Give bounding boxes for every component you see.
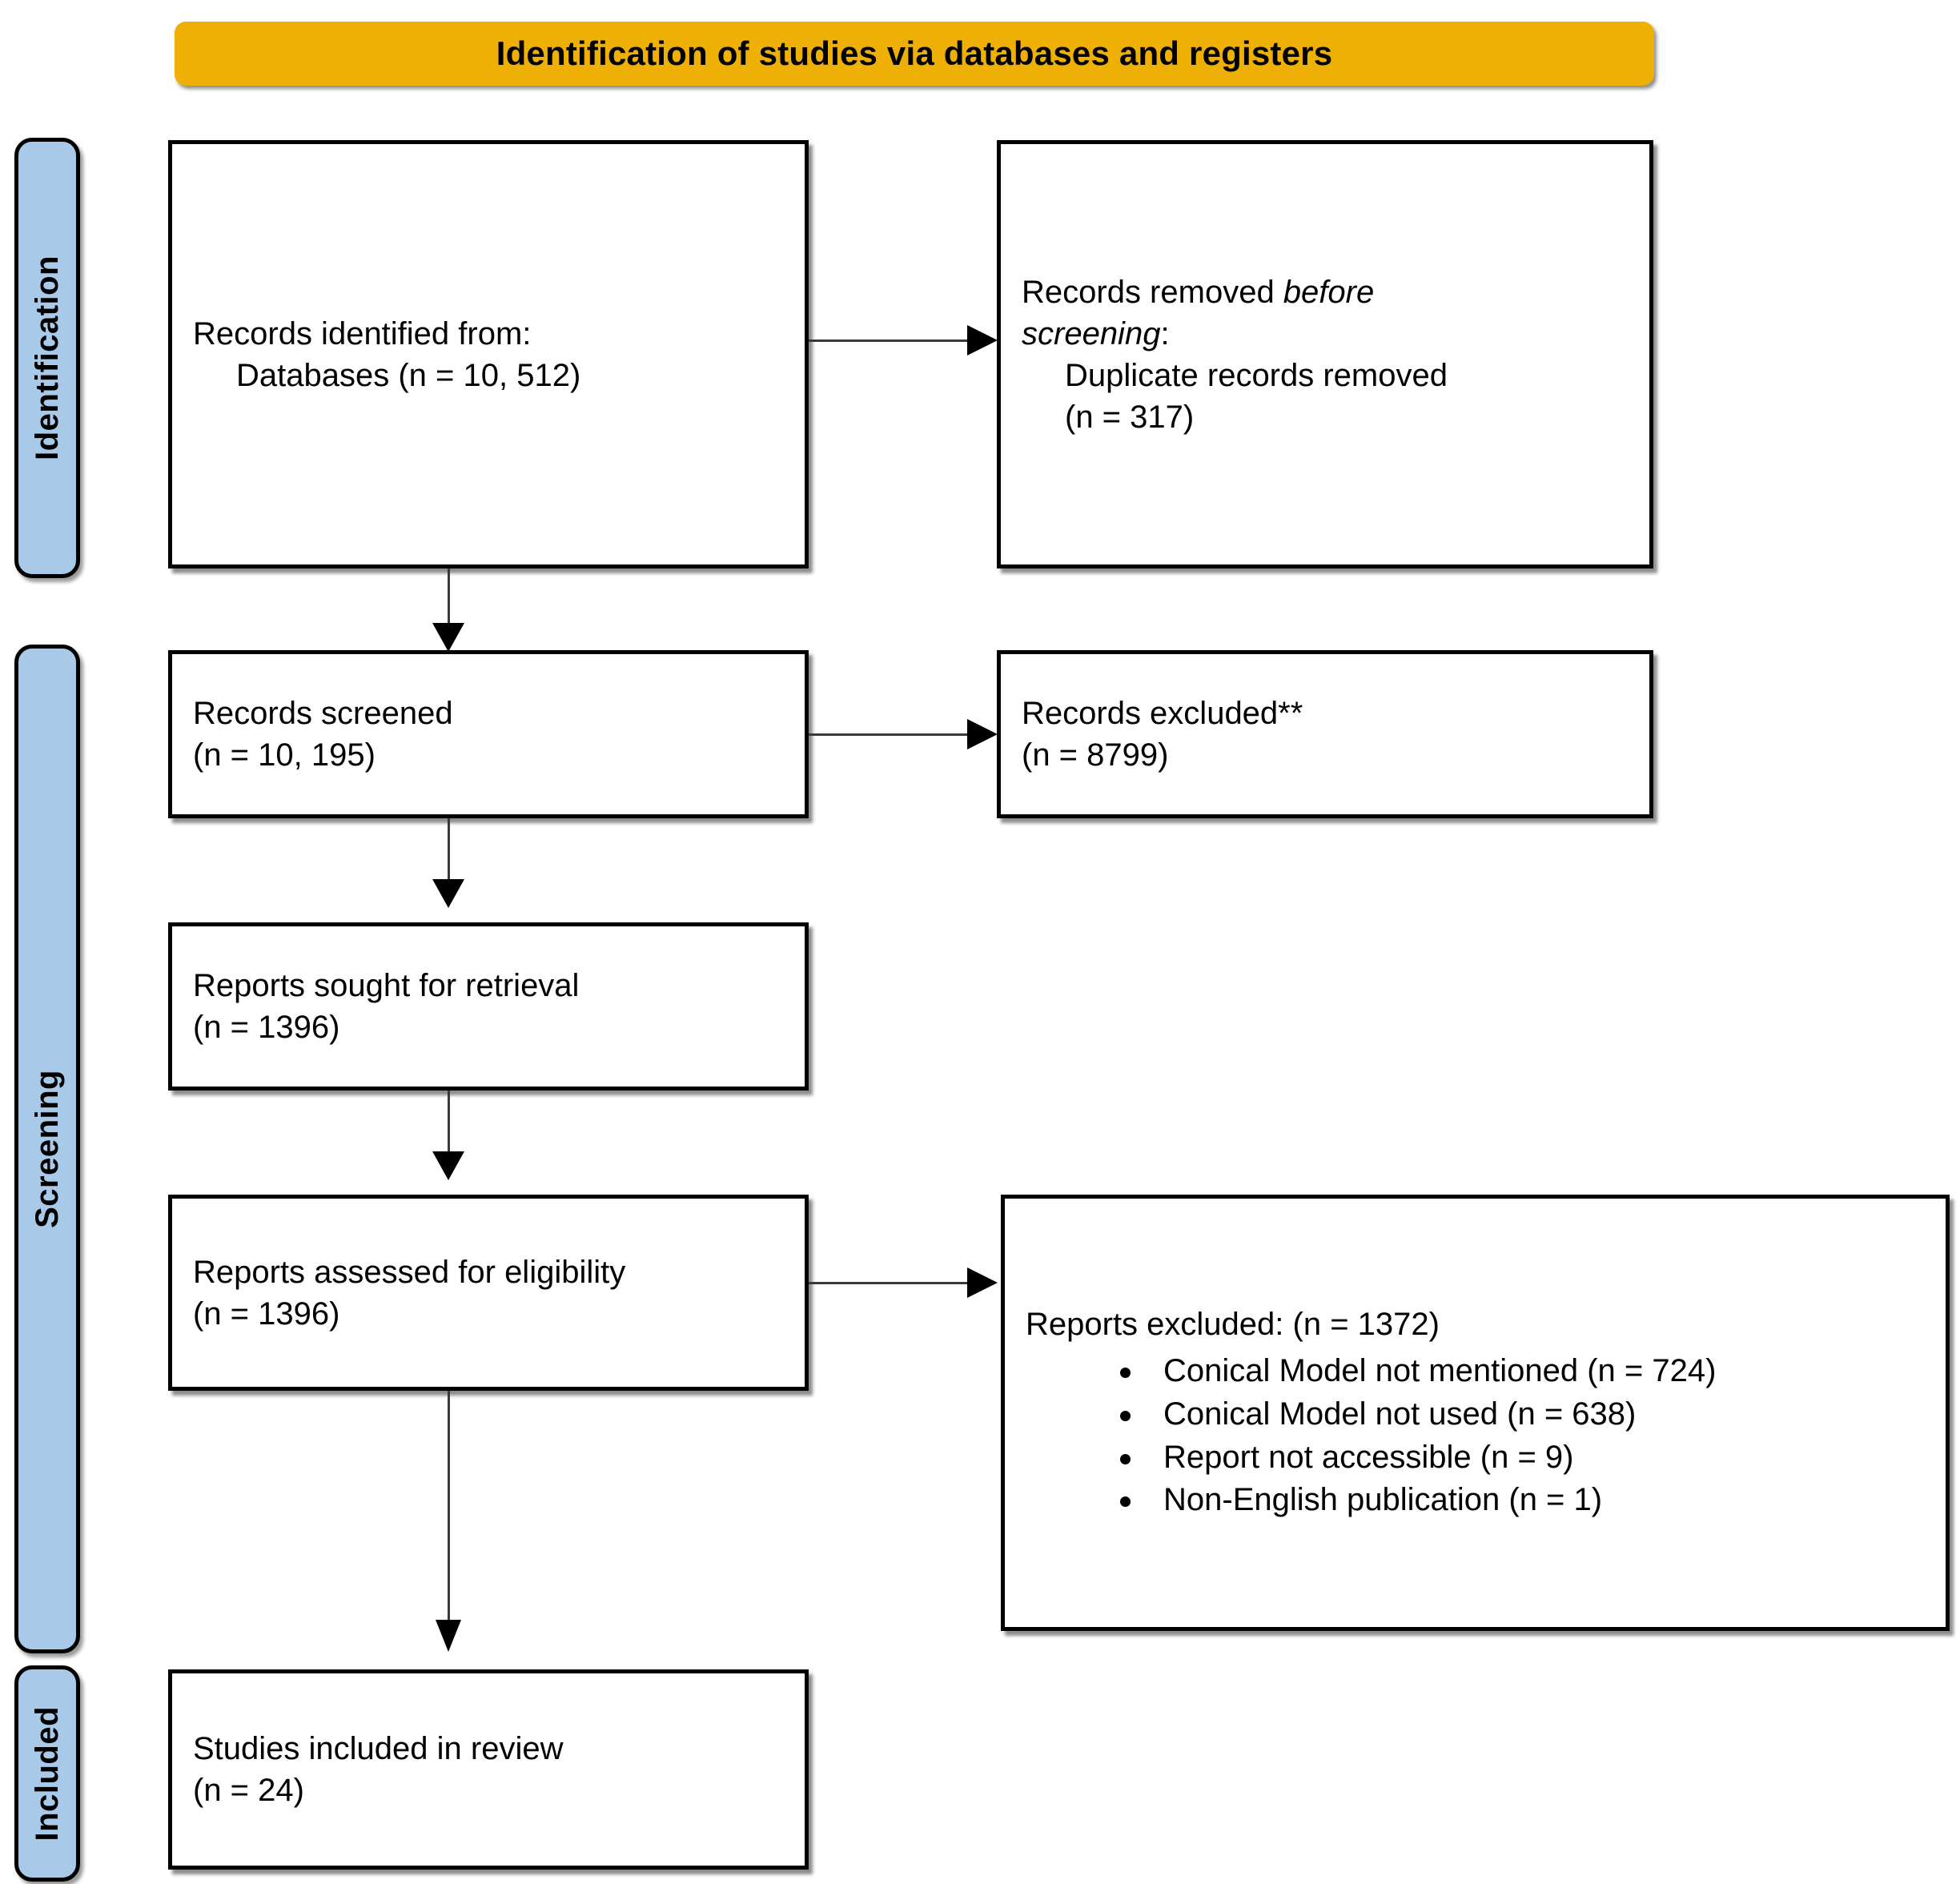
records-screened-line1: Records screened — [193, 696, 453, 731]
box-reports-sought-for-retrieval: Reports sought for retrieval (n = 1396) — [168, 922, 809, 1091]
records-removed-line3: Duplicate records removed — [1065, 357, 1448, 393]
reports-excluded-heading: Reports excluded: (n = 1372) — [1026, 1307, 1440, 1343]
arrow-right-icon — [967, 1267, 998, 1298]
box-studies-included-in-review: Studies included in review (n = 24) — [168, 1669, 809, 1870]
reports-assessed-line1: Reports assessed for eligibility — [193, 1254, 626, 1290]
stage-label-included-text: Included — [29, 1705, 65, 1842]
stage-label-identification: Identification — [14, 138, 80, 578]
connector-identified-to-screened — [448, 568, 450, 642]
records-excluded-line1: Records excluded** — [1022, 696, 1303, 731]
connector-assessed-to-reports-excluded — [809, 1282, 973, 1284]
studies-included-line2: (n = 24) — [193, 1773, 304, 1808]
records-removed-line2-italic: screening — [1022, 315, 1161, 351]
records-removed-line4: (n = 317) — [1065, 399, 1195, 435]
list-item: Report not accessible (n = 9) — [1026, 1436, 1925, 1480]
connector-identified-to-removed — [809, 339, 973, 342]
arrow-down-icon — [436, 1620, 461, 1652]
bullet-dot-icon — [1120, 1453, 1131, 1464]
stage-label-screening: Screening — [14, 645, 80, 1653]
records-identified-line1: Records identified from: — [193, 315, 532, 351]
reason-text: Non-English publication (n = 1) — [1163, 1482, 1603, 1518]
box-records-excluded: Records excluded** (n = 8799) — [997, 650, 1653, 818]
reason-text: Report not accessible (n = 9) — [1163, 1439, 1574, 1475]
box-reports-excluded-with-reasons: Reports excluded: (n = 1372) Conical Mod… — [1001, 1195, 1950, 1631]
records-removed-line2: screening: — [1022, 313, 1629, 355]
box-records-identified: Records identified from: Databases (n = … — [168, 140, 809, 568]
records-excluded-line2: (n = 8799) — [1022, 737, 1169, 773]
list-item: Non-English publication (n = 1) — [1026, 1479, 1925, 1522]
box-records-removed-before-screening: Records removed before screening: Duplic… — [997, 140, 1653, 568]
stage-label-screening-text: Screening — [29, 1070, 65, 1228]
arrow-down-icon — [432, 879, 464, 908]
records-removed-line1-italic: before — [1283, 274, 1375, 310]
reports-assessed-line2: (n = 1396) — [193, 1296, 340, 1332]
connector-assessed-to-included — [448, 1391, 450, 1637]
bullet-dot-icon — [1120, 1496, 1131, 1508]
list-item: Conical Model not used (n = 638) — [1026, 1393, 1925, 1436]
connector-sought-to-assessed — [448, 1091, 450, 1164]
records-removed-line2-suffix: : — [1160, 315, 1170, 351]
reports-sought-line2: (n = 1396) — [193, 1010, 340, 1045]
bullet-dot-icon — [1120, 1368, 1131, 1379]
records-removed-line1-prefix: Records removed — [1022, 274, 1283, 310]
box-reports-assessed-for-eligibility: Reports assessed for eligibility (n = 13… — [168, 1195, 809, 1391]
records-removed-line1: Records removed before — [1022, 271, 1629, 313]
connector-screened-to-excluded — [809, 733, 973, 736]
connector-screened-to-sought — [448, 818, 450, 892]
reports-excluded-reason-list: Conical Model not mentioned (n = 724) Co… — [1026, 1350, 1925, 1521]
arrow-down-icon — [432, 1151, 464, 1180]
records-screened-line2: (n = 10, 195) — [193, 737, 376, 773]
stage-label-identification-text: Identification — [29, 255, 65, 460]
records-identified-line2: Databases (n = 10, 512) — [236, 357, 581, 393]
reason-text: Conical Model not used (n = 638) — [1163, 1396, 1637, 1432]
studies-included-line1: Studies included in review — [193, 1731, 564, 1766]
bullet-dot-icon — [1120, 1410, 1131, 1421]
reason-text: Conical Model not mentioned (n = 724) — [1163, 1353, 1717, 1389]
box-records-screened: Records screened (n = 10, 195) — [168, 650, 809, 818]
diagram-title: Identification of studies via databases … — [496, 34, 1333, 72]
arrow-right-icon — [967, 719, 998, 749]
stage-label-included: Included — [14, 1665, 80, 1882]
reports-sought-line1: Reports sought for retrieval — [193, 968, 580, 1003]
arrow-right-icon — [967, 325, 998, 356]
list-item: Conical Model not mentioned (n = 724) — [1026, 1350, 1925, 1393]
diagram-header-banner: Identification of studies via databases … — [175, 22, 1654, 86]
arrow-down-icon — [432, 623, 464, 652]
